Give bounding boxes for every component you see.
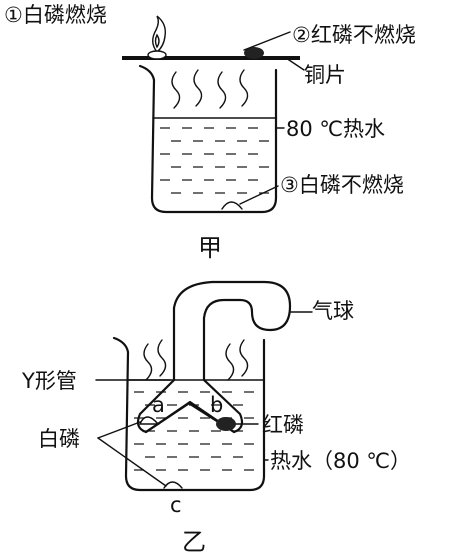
label-point-c: c xyxy=(170,493,182,517)
figure-jia: ①白磷燃烧 ②红磷不燃烧 铜片 80 ℃热水 ③白磷不燃烧 甲 xyxy=(4,3,416,262)
red-phosphorus-arm-b xyxy=(216,417,236,431)
label-white-burns: ①白磷燃烧 xyxy=(4,3,107,27)
label-balloon: 气球 xyxy=(312,299,354,323)
title-yi: 乙 xyxy=(182,528,206,556)
label-white-in-water: ③白磷不燃烧 xyxy=(280,173,404,197)
label-white-phosphorus: 白磷 xyxy=(38,427,80,451)
white-phosphorus-bottom-c xyxy=(163,481,183,489)
hot-water-jia xyxy=(152,117,277,194)
beaker-jia xyxy=(138,64,278,214)
hot-water-yi xyxy=(126,379,265,471)
white-phosphorus-burning xyxy=(147,15,167,60)
label-hot-water-jia: 80 ℃热水 xyxy=(286,117,385,141)
title-jia: 甲 xyxy=(198,234,222,262)
red-phosphorus-on-copper xyxy=(244,47,264,59)
balloon xyxy=(172,280,292,332)
label-arm-b: b xyxy=(210,393,223,417)
beaker-yi xyxy=(112,336,266,492)
label-hot-water-yi: 热水（80 ℃） xyxy=(270,449,411,473)
label-red-no-burn: ②红磷不燃烧 xyxy=(292,23,416,47)
steam-jia xyxy=(171,69,249,109)
white-phosphorus-in-water xyxy=(221,201,243,210)
flame-icon xyxy=(152,15,167,54)
figure-yi: a b c 气球 Y形管 红磷 白磷 热水（80 ℃） 乙 xyxy=(21,280,411,556)
steam-yi xyxy=(143,339,249,381)
label-y-tube: Y形管 xyxy=(21,369,77,393)
label-copper-sheet: 铜片 xyxy=(304,63,346,87)
label-red-phosphorus: 红磷 xyxy=(262,413,304,437)
label-arm-a: a xyxy=(152,393,165,417)
white-phosphorus-arm-a xyxy=(138,416,160,425)
